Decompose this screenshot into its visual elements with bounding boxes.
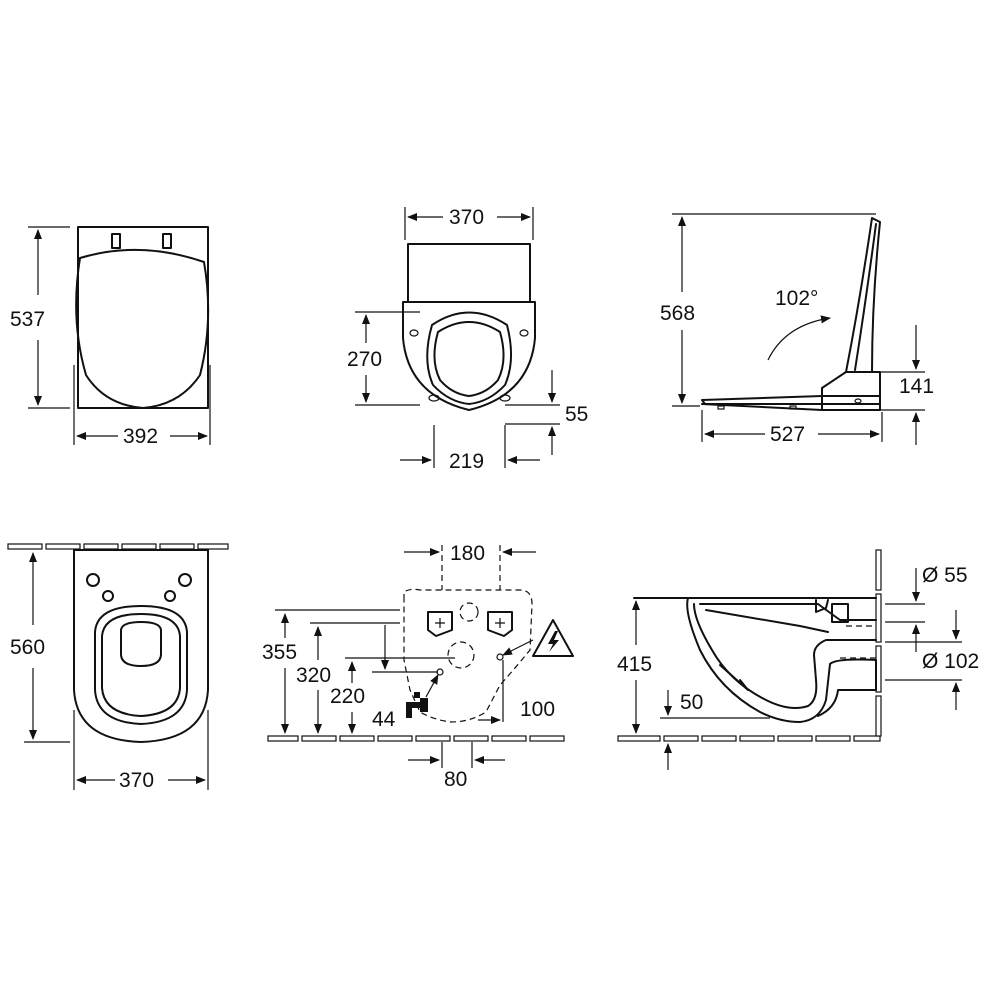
water-offset-label: 44 [372,708,396,731]
seat-side-view: 568 102° 141 527 [660,213,934,446]
bolt-spacing-label: 180 [450,542,485,565]
bowl-back-height-label: 560 [10,636,45,659]
bowl-back-view: 560 370 [7,543,229,792]
edge-offset-label: 55 [565,403,588,426]
floor-offset-label: 50 [680,691,703,714]
opening-angle-label: 102° [775,287,818,310]
seat-top-view: 537 392 [10,226,211,448]
outlet-diameter-label: Ø 55 [922,564,968,587]
hole-spacing-label: 219 [449,450,484,473]
seat-length-label: 527 [770,423,805,446]
bowl-top-view: 370 270 55 219 [347,206,588,473]
inlet-diameter-label: Ø 102 [922,650,979,673]
water-tap-icon [406,692,428,718]
seat-width-label: 392 [123,425,158,448]
drain-spacing-label: 80 [444,768,467,791]
power-offset-label: 100 [520,698,555,721]
bowl-section-view: 415 50 Ø 55 Ø 102 [617,549,979,770]
seat-height-label: 537 [10,308,45,331]
height-320-label: 320 [296,664,331,687]
installation-view: 180 355 320 220 44 100 80 [262,542,574,791]
floor-tiles [267,735,565,742]
bowl-depth-label: 270 [347,348,382,371]
wall-tiles [7,543,229,550]
electrical-warning-icon [532,619,574,657]
bowl-width-label: 370 [449,206,484,229]
hinge-height-label: 141 [899,375,934,398]
height-355-label: 355 [262,641,297,664]
floor-tiles-2 [617,735,881,742]
bowl-back-width-label: 370 [119,769,154,792]
rim-height-label: 415 [617,653,652,676]
seat-side-height-label: 568 [660,302,695,325]
height-220-label: 220 [330,685,365,708]
